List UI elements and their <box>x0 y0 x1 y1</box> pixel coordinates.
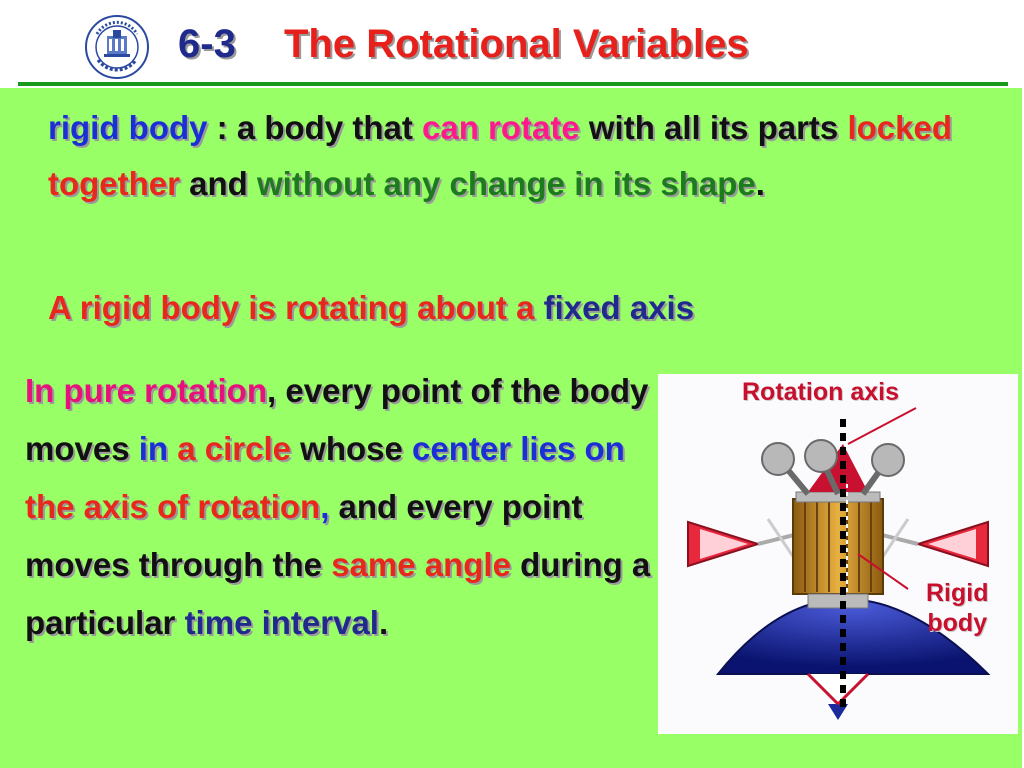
statement-paragraph: A rigid body is rotating about a fixed a… <box>48 280 988 336</box>
bottom-tip <box>828 704 848 720</box>
explanation-text: . <box>378 604 389 641</box>
explanation-text: , <box>320 488 330 525</box>
dome-bottom <box>808 674 868 704</box>
explanation-text <box>168 430 177 467</box>
rigid-body-label-line2: body <box>927 609 988 637</box>
definition-paragraph: rigid body : a body that can rotate with… <box>48 100 988 212</box>
statement-highlight: fixed axis <box>543 289 695 326</box>
explanation-highlight: same angle <box>331 546 511 583</box>
rigid-body-label: Rigid body <box>926 578 989 638</box>
definition-text: with all its parts <box>579 109 848 146</box>
slide-title: The Rotational Variables <box>284 22 749 66</box>
slide-header: 6-3 The Rotational Variables <box>0 0 1024 86</box>
definition-period: . <box>755 165 765 202</box>
definition-highlight-rotate: can rotate <box>422 109 580 146</box>
title-divider <box>18 82 1008 86</box>
explanation-highlight: time interval <box>184 604 379 641</box>
drum <box>792 498 884 595</box>
explanation-text: during a particular <box>25 546 651 641</box>
definition-highlight-locked: locked together <box>48 109 952 202</box>
explanation-highlight: center lies on <box>412 430 625 467</box>
definition-term: rigid body <box>48 109 208 146</box>
section-number: 6-3 <box>178 22 236 66</box>
explanation-highlight: in <box>138 430 169 467</box>
explanation-text: , every point of the body moves <box>25 372 649 467</box>
rigid-body-label-line1: Rigid <box>926 579 989 607</box>
explanation-highlight: a circle <box>177 430 291 467</box>
rigid-body-figure <box>658 374 1018 734</box>
university-seal-icon <box>84 14 150 80</box>
statement-text: A rigid body is rotating about a <box>48 289 544 326</box>
red-cone <box>808 444 868 492</box>
definition-highlight-shape: without any change in its shape <box>257 165 756 202</box>
explanation-highlight: In pure rotation <box>25 372 267 409</box>
body-label-pointer <box>857 553 909 590</box>
rotation-axis-label: Rotation axis <box>742 378 899 406</box>
axis-label-pointer <box>847 407 917 445</box>
explanation-text: and every point moves through the <box>25 488 583 583</box>
definition-text: and <box>180 165 258 202</box>
top-probes <box>761 439 905 496</box>
explanation-text: whose <box>291 430 413 467</box>
rigid-body-illustration <box>658 374 1018 734</box>
definition-text: : a body that <box>207 109 422 146</box>
explanation-highlight: the axis of rotation <box>25 488 321 525</box>
explanation-paragraph: In pure rotation, every point of the bod… <box>25 362 655 652</box>
